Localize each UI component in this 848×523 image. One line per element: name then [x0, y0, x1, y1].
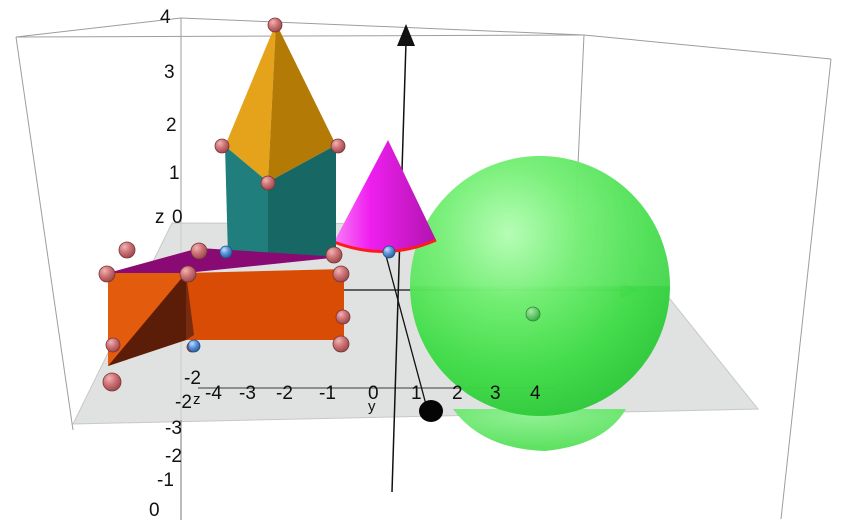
z-axis	[391, 41, 407, 493]
tick-labels: 4 3 2 1 0 z -4 -3 -2 -1 0 1 2 3 4 y -2 -…	[149, 7, 541, 521]
orange-box[interactable]	[108, 248, 344, 366]
z-tick-0: 0	[172, 207, 183, 228]
front-tick-c: -3	[165, 418, 182, 439]
pink-vertex-icon[interactable]	[118, 241, 136, 259]
y-axis	[384, 251, 429, 413]
front-tick-d: -2	[165, 446, 182, 467]
front-tick-a: -2	[184, 368, 201, 389]
z-tick-1: 1	[169, 163, 180, 184]
front-tick-f: 0	[149, 500, 160, 521]
y-axis-name: y	[368, 398, 376, 415]
pink-vertex-icon[interactable]	[102, 372, 122, 392]
x-tick-3: 3	[490, 383, 501, 404]
pink-vertex-icon[interactable]	[190, 242, 208, 260]
pink-vertex-icon[interactable]	[335, 309, 351, 325]
pink-vertex-icon[interactable]	[325, 246, 343, 264]
z-axis-arrow-icon	[397, 24, 415, 46]
magenta-cone[interactable]	[333, 140, 437, 254]
green-sphere[interactable]	[410, 156, 670, 451]
pink-vertex-icon[interactable]	[332, 265, 350, 283]
z-axis-name: z	[155, 207, 165, 228]
green-vertex-icon[interactable]	[525, 306, 541, 322]
front-tick-b: -2	[175, 392, 192, 413]
pink-vertex-icon[interactable]	[332, 335, 350, 353]
blue-vertex-icon[interactable]	[382, 245, 396, 259]
pink-vertex-icon[interactable]	[260, 175, 276, 191]
x-tick-1: 1	[411, 383, 422, 404]
pink-vertex-icon[interactable]	[267, 17, 283, 33]
front-tick-e: -1	[157, 470, 174, 491]
front-axis-z-name: z	[193, 391, 201, 408]
x-tick-4: 4	[530, 383, 541, 404]
pink-vertex-icon[interactable]	[179, 265, 197, 283]
x-tick-2: 2	[452, 383, 463, 404]
x-tick-4n: -4	[205, 383, 222, 404]
pink-vertex-icon[interactable]	[330, 138, 346, 154]
point-markers	[98, 17, 541, 422]
z-tick-3: 3	[164, 62, 175, 83]
x-tick-3n: -3	[239, 383, 256, 404]
pink-vertex-icon[interactable]	[105, 337, 121, 353]
z-tick-2: 2	[166, 115, 177, 136]
x-tick-0: 0	[368, 383, 379, 404]
blue-vertex-icon[interactable]	[187, 339, 201, 353]
sphere-upper-transparency	[410, 156, 670, 286]
blue-vertex-icon[interactable]	[219, 245, 233, 259]
square-pyramid[interactable]	[225, 23, 336, 256]
x-tick-1n: -1	[319, 383, 336, 404]
z-tick-4: 4	[160, 7, 171, 28]
pink-vertex-icon[interactable]	[98, 265, 116, 283]
pink-vertex-icon[interactable]	[214, 138, 230, 154]
x-tick-2n: -2	[276, 383, 293, 404]
sphere-lower-half	[453, 409, 626, 451]
black-point-icon[interactable]	[419, 400, 443, 422]
